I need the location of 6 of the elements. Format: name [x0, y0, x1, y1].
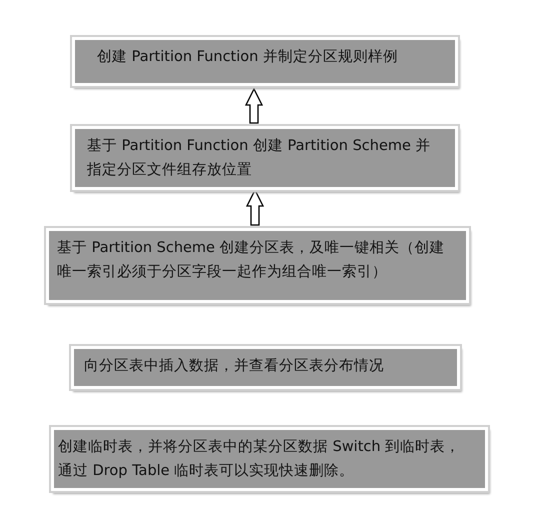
process-box: 基于 Partition Scheme 创建分区表，及唯一键相关（创建唯一索引必须于分区字段一起作为组合唯一索引）: [46, 228, 469, 303]
process-box: 创建 Partition Function 并制定分区规则样例: [72, 37, 458, 86]
process-box: 基于 Partition Function 创建 Partition Scheme 并指定分区文件组存放位置: [72, 126, 458, 190]
process-box: 创建临时表，并将分区表中的某分区数据 Switch 到临时表，通过 Drop Table 临时表可以实现快速删除。: [51, 427, 488, 491]
block-arrow: [244, 88, 264, 124]
process-box: 向分区表中插入数据，并查看分区表分布情况: [71, 346, 460, 389]
